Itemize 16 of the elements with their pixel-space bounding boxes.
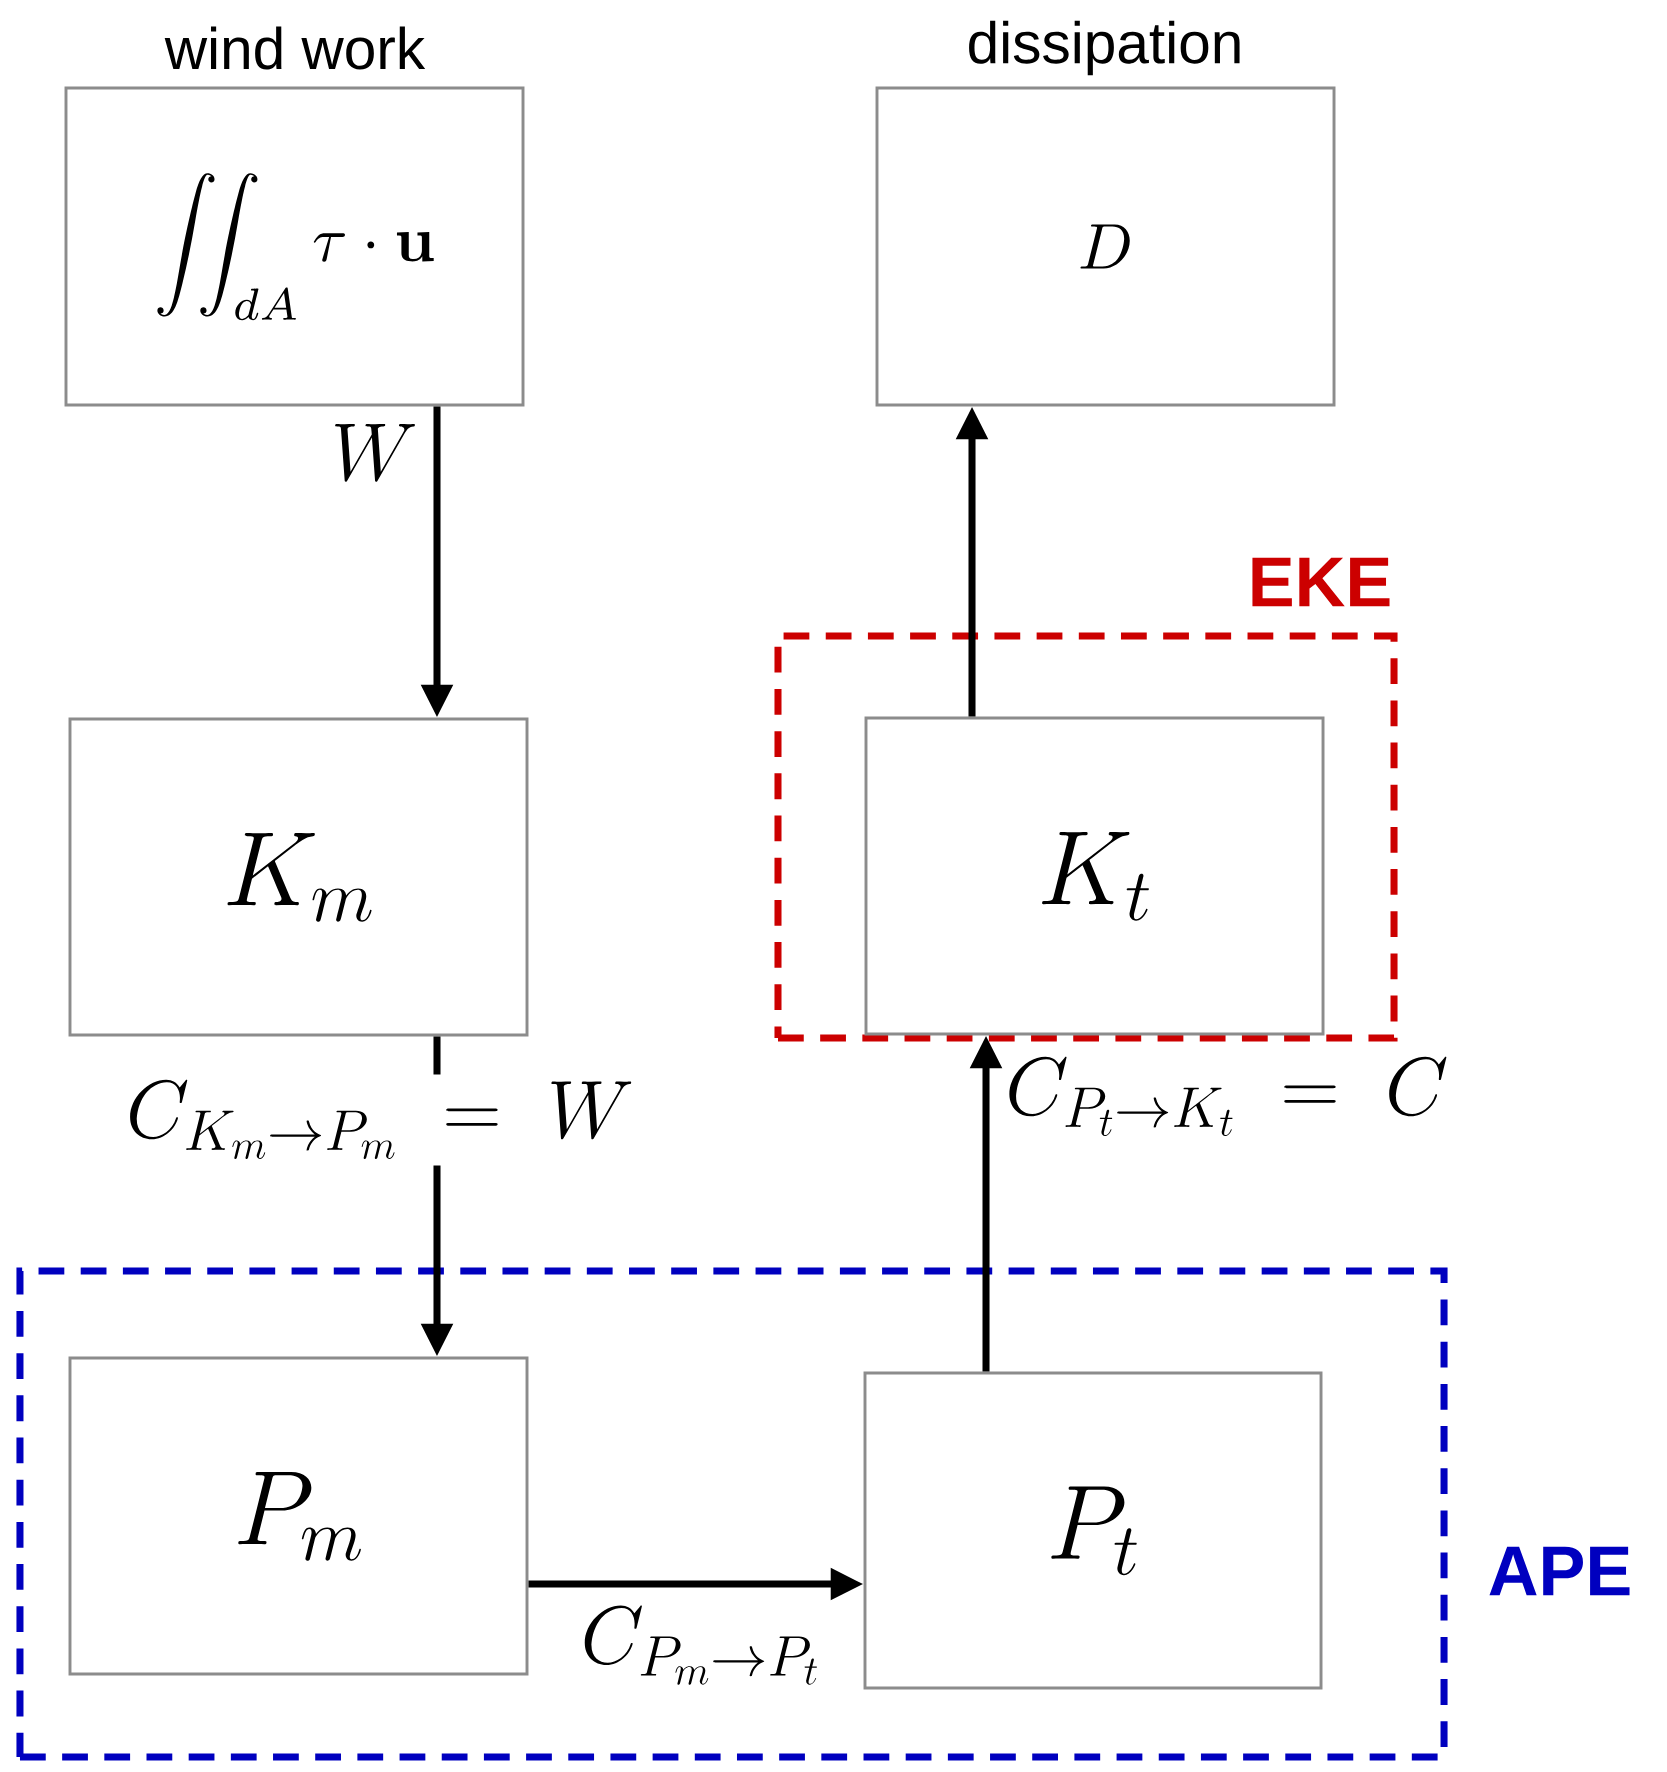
math-box: $K_m$ <box>68 717 529 1037</box>
edge-label: $C_{P_t \to K_t} \;=\; C$ <box>1009 1056 1447 1136</box>
box-heading: dissipation <box>969 20 1240 76</box>
edge-label: $C_{P_m \to P_t}$ <box>584 1605 817 1685</box>
math-box: $P_t$ <box>863 1371 1323 1690</box>
dashed-frame <box>16 1267 1448 1761</box>
frame-heading: APE <box>1489 1546 1630 1596</box>
edge-label: $W$ <box>335 424 415 482</box>
math-box: $K_t$ <box>864 716 1325 1036</box>
math-box: $D$ <box>875 86 1336 407</box>
dashed-frame <box>774 632 1398 1042</box>
frame-heading: EKE <box>1252 557 1390 607</box>
math-box: $P_m$ <box>68 1356 529 1676</box>
edge-label: $C_{K_m \to P_m} \;=\; W$ <box>118 1074 642 1166</box>
box-heading: wind work <box>164 26 426 70</box>
math-box: $\iint_{dA} \tau \cdot \mathbf{u}$ <box>64 86 525 407</box>
